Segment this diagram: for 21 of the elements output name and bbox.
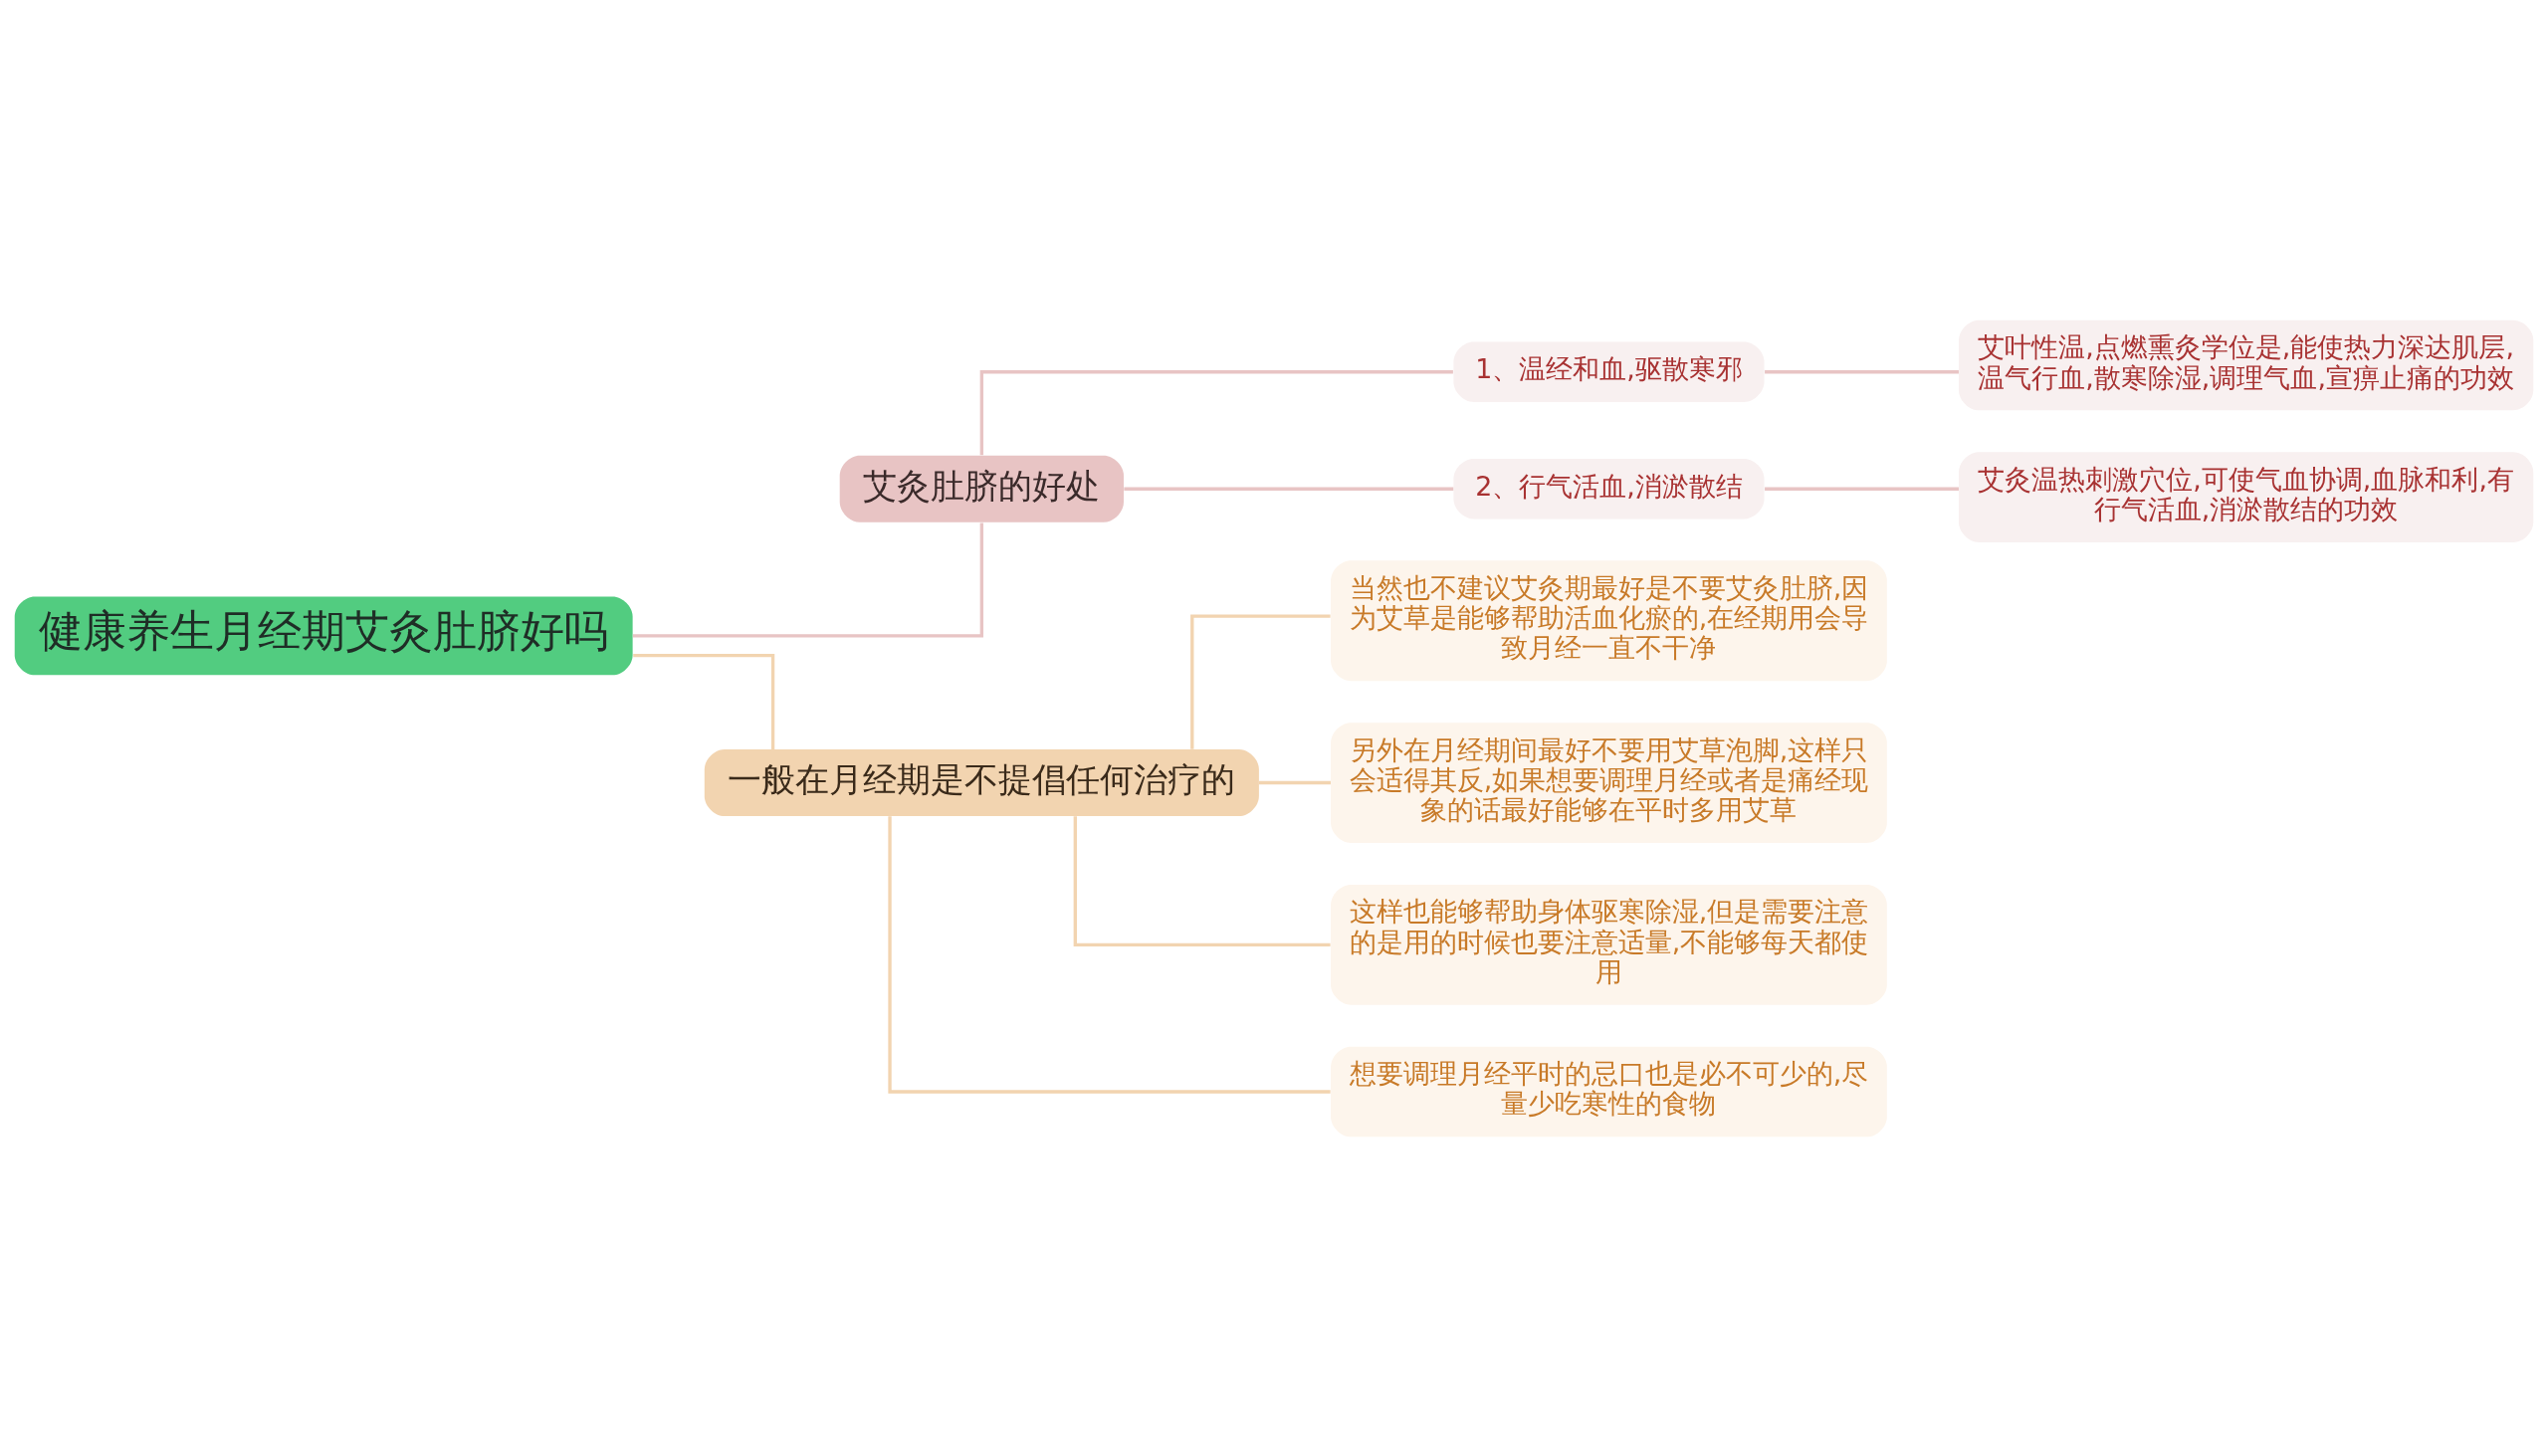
node-box: 另外在月经期间最好不要用艾草泡脚,这样只会适得其反,如果想要调理月经或者是痛经现象的话最好能够在平时多用艾草 xyxy=(1331,722,1887,843)
node-box: 艾灸温热刺激穴位,可使气血协调,血脉和利,有行气活血,消淤散结的功效 xyxy=(1959,451,2534,542)
node-box: 1、温经和血,驱散寒邪 xyxy=(1453,341,1765,402)
node-box: 这样也能够帮助身体驱寒除湿,但是需要注意的是用的时候也要注意适量,不能够每天都使用 xyxy=(1331,884,1887,1005)
connector xyxy=(1259,780,1331,784)
node-box: 2、行气活血,消淤散结 xyxy=(1453,458,1765,519)
node-box: 一般在月经期是不提倡任何治疗的 xyxy=(704,748,1259,816)
connector xyxy=(1765,487,1959,491)
connector xyxy=(979,369,1453,455)
connector xyxy=(888,815,1331,1094)
node-box: 想要调理月经平时的忌口也是必不可少的,尽量少吃寒性的食物 xyxy=(1331,1046,1887,1137)
connector xyxy=(1190,613,1331,749)
connector xyxy=(1124,487,1454,491)
node-box: 艾灸肚脐的好处 xyxy=(839,455,1124,522)
connector xyxy=(1073,815,1331,946)
node-box: 健康养生月经期艾灸肚脐好吗 xyxy=(14,595,633,675)
connector xyxy=(633,653,775,749)
node-box: 艾叶性温,点燃熏灸学位是,能使热力深达肌层,温气行血,散寒除湿,调理气血,宣痹止痛的功效 xyxy=(1959,319,2534,410)
connector xyxy=(632,521,983,638)
node-box: 当然也不建议艾灸期最好是不要艾灸肚脐,因为艾草是能够帮助活血化瘀的,在经期用会导致月经一直不干净 xyxy=(1331,559,1887,681)
connector xyxy=(1765,369,1959,373)
